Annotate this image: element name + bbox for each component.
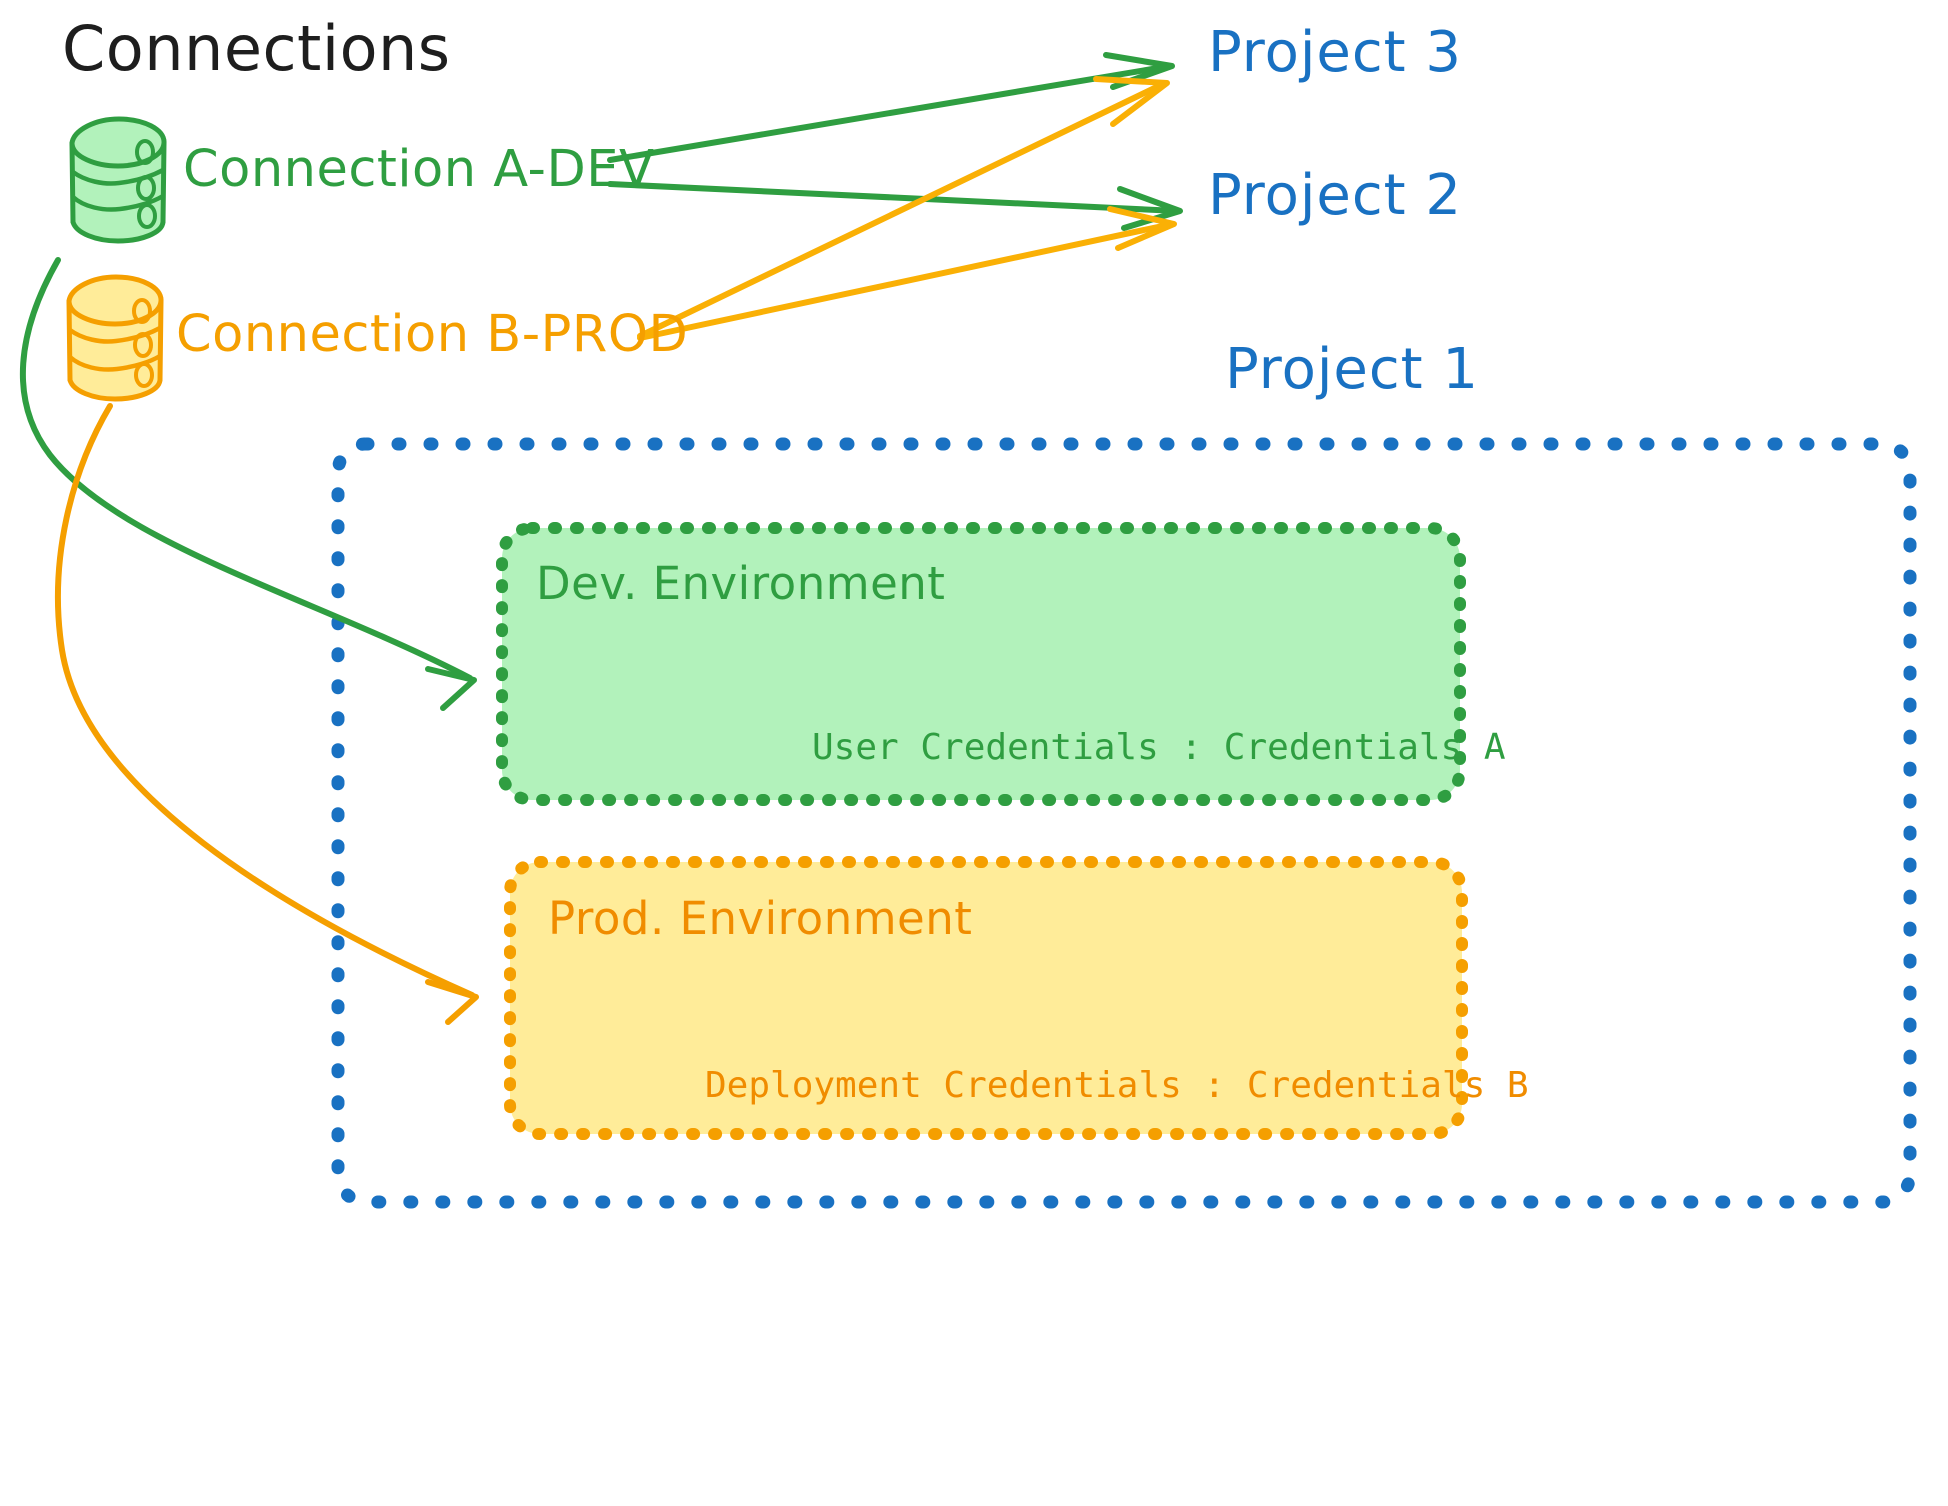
connection-a-dev-label[interactable]: Connection A-DEV (183, 140, 655, 199)
dev-environment-title: Dev. Environment (536, 557, 946, 610)
connection-b-prod-label[interactable]: Connection B-PROD (176, 305, 689, 364)
database-cylinder-icon-orange[interactable] (66, 274, 164, 402)
dev-environment-credentials: User Credentials : Credentials A (812, 727, 1506, 768)
edge-b-prod-to-prod-environment (55, 403, 479, 1025)
prod-environment-title: Prod. Environment (548, 892, 973, 945)
project-3-label[interactable]: Project 3 (1208, 20, 1463, 85)
edge-b-prod-to-project-3 (637, 76, 1170, 339)
project-2-label[interactable]: Project 2 (1208, 163, 1463, 228)
edge-b-prod-to-project-2 (637, 206, 1177, 341)
edge-a-dev-to-project-3 (607, 52, 1175, 163)
dev-environment-box[interactable] (496, 522, 1466, 806)
edge-a-dev-to-dev-environment (19, 257, 477, 711)
prod-environment-box[interactable] (504, 856, 1468, 1140)
edge-a-dev-to-project-2 (607, 181, 1183, 231)
project-1-label[interactable]: Project 1 (1225, 337, 1480, 402)
prod-environment-credentials: Deployment Credentials : Credentials B (705, 1065, 1529, 1106)
database-cylinder-icon-green[interactable] (69, 116, 167, 244)
page-title: Connections (62, 12, 451, 85)
